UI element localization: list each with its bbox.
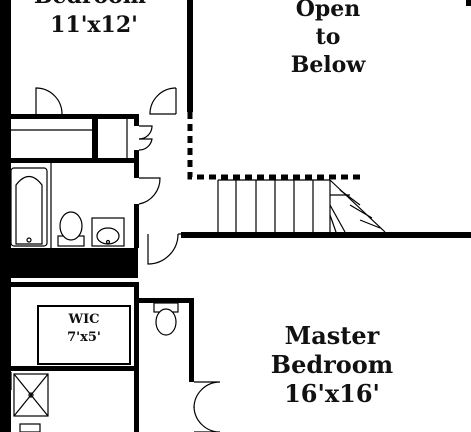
railing	[187, 112, 360, 180]
bath-right-wall-lower	[134, 204, 139, 234]
stair-winder	[329, 179, 386, 233]
closet-bottom-wall	[11, 158, 136, 163]
lower-bath-right-wall	[134, 371, 139, 432]
bedroom-right-wall	[187, 0, 193, 112]
staircase	[217, 179, 386, 233]
stair-winder	[339, 189, 361, 206]
bath-door	[138, 177, 161, 205]
stair-winder	[359, 219, 381, 229]
wic-bottom-wall	[11, 366, 139, 371]
closet-top-wall	[11, 114, 136, 119]
master-bath-fixtures	[13, 302, 179, 432]
bedroom-door-right	[149, 87, 177, 115]
open-label-line3: Below	[291, 52, 367, 78]
shower-diagonal	[13, 373, 49, 417]
master-top-wall	[181, 232, 471, 238]
doors	[10, 87, 221, 432]
linen-door-lower	[138, 138, 153, 151]
bathtub-drain	[26, 237, 32, 243]
master-bath-right-wall	[189, 298, 194, 382]
toilet-bowl	[59, 211, 83, 241]
room-labels: Bedroom 11'x12' Open to Below WIC 7'x5' …	[34, 0, 393, 408]
master-toilet-bowl	[155, 308, 177, 336]
stair-winder	[329, 214, 337, 233]
shower-drain	[28, 392, 34, 398]
railing-dashed	[187, 112, 360, 180]
master-label-line2: Bedroom	[271, 350, 393, 379]
master-door-lower	[193, 405, 221, 432]
linen-door	[138, 125, 153, 140]
bath-right-wall-mid	[134, 150, 139, 178]
master-label-line1: Master	[285, 321, 380, 350]
vanity	[91, 217, 125, 247]
closet-divider-wall	[92, 114, 98, 163]
lower-counter	[19, 423, 41, 432]
open-label-line2: to	[316, 24, 341, 50]
wic-right-wall	[134, 282, 139, 372]
wic-size: 7'x5'	[67, 330, 101, 345]
left-exterior-wall	[0, 0, 11, 432]
open-label-line1: Open	[296, 0, 361, 22]
master-size: 16'x16'	[284, 379, 380, 408]
hall-band-wall	[0, 248, 138, 278]
stair-winder	[349, 204, 373, 219]
bedroom-label: Bedroom	[34, 0, 146, 9]
bathtub-basin	[15, 175, 43, 245]
bedroom-size: 11'x12'	[50, 12, 138, 38]
wic-label: WIC	[67, 312, 99, 327]
hall-right-wall	[134, 234, 139, 248]
hall-bath-fixtures	[10, 163, 125, 248]
hall-door	[147, 233, 179, 265]
bedroom-door-left	[35, 87, 63, 115]
stair-winder	[329, 204, 346, 233]
bath-right-wall-upper	[134, 114, 139, 126]
top-right-exterior-wall	[466, 0, 471, 6]
master-bath-top-wall	[139, 298, 194, 303]
wic-top-wall	[11, 282, 138, 287]
sink-faucet	[105, 239, 111, 245]
master-door-upper	[193, 381, 221, 409]
bathtub	[10, 167, 48, 247]
